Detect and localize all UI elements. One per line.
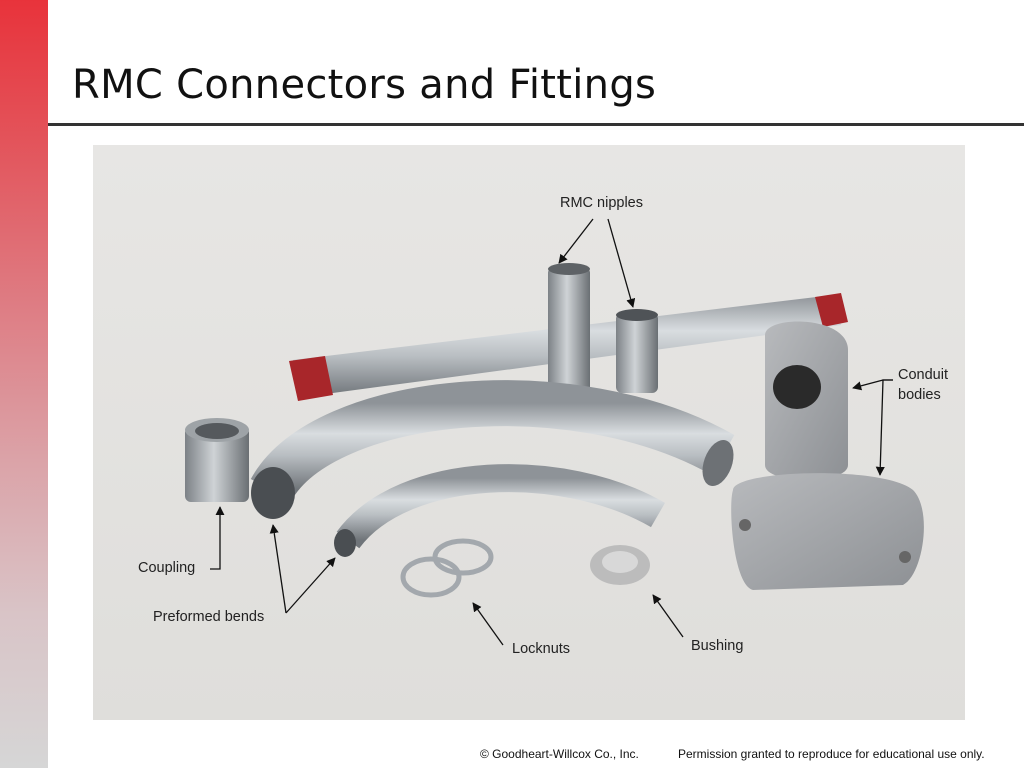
label-preformed-bends: Preformed bends [153, 609, 265, 625]
small-preformed-bend [336, 464, 666, 549]
fittings-photo: RMC nipples Conduit bodies Coupling Pref… [93, 145, 965, 720]
label-bodies: bodies [898, 387, 941, 403]
rmc-nipple-short [616, 309, 658, 393]
conduit-body-horizontal [731, 473, 924, 590]
footer-copyright: © Goodheart-Willcox Co., Inc. [480, 747, 639, 761]
label-bushing: Bushing [691, 638, 744, 654]
label-locknuts: Locknuts [512, 641, 571, 657]
fittings-illustration [185, 218, 924, 646]
label-conduit: Conduit [898, 367, 948, 383]
accent-side-bar [0, 0, 48, 768]
label-coupling: Coupling [138, 560, 196, 576]
slide-title: RMC Connectors and Fittings [72, 62, 657, 108]
label-arrows [210, 218, 893, 646]
title-divider [48, 123, 1024, 126]
conduit-body-upright [765, 321, 848, 480]
label-rmc-nipples: RMC nipples [560, 195, 643, 211]
rmc-nipple-tall [548, 263, 590, 395]
coupling-fitting [185, 418, 249, 502]
bend-opening [251, 467, 295, 519]
footer-permission: Permission granted to reproduce for educ… [678, 747, 985, 761]
bushing [590, 545, 650, 585]
locknuts [400, 538, 494, 598]
large-preformed-bend [250, 380, 735, 503]
